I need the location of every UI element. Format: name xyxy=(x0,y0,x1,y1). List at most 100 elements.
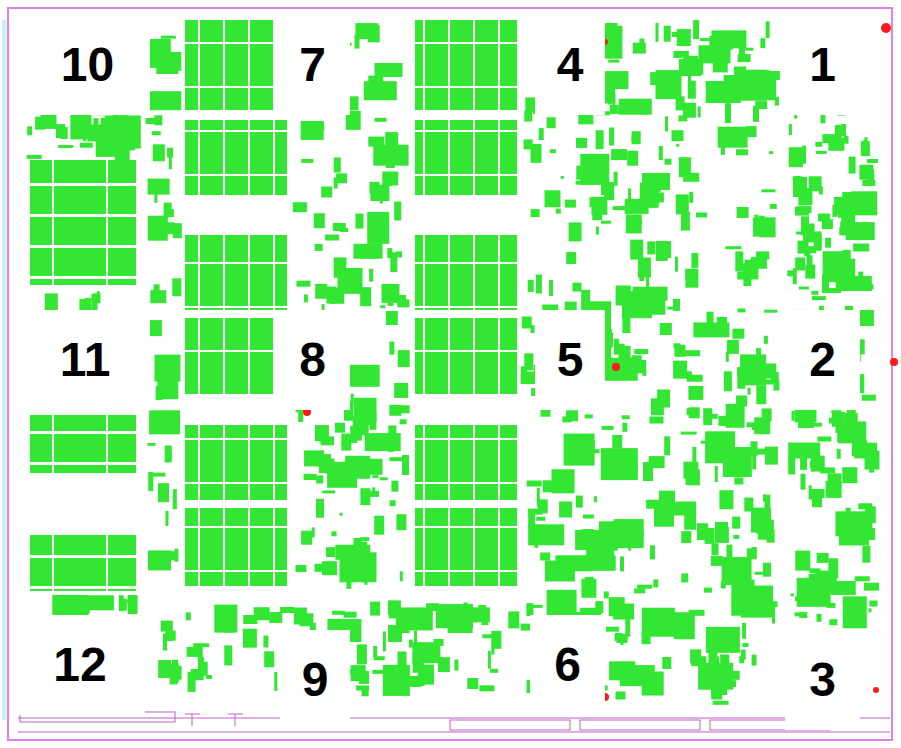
marker xyxy=(890,358,898,366)
logic-cell xyxy=(342,441,345,445)
logic-cell xyxy=(820,467,835,473)
logic-cell xyxy=(858,503,872,509)
logic-cell xyxy=(448,615,473,633)
logic-cell xyxy=(536,517,545,521)
logic-cell xyxy=(186,612,191,620)
logic-cell xyxy=(793,268,797,284)
memory-array xyxy=(415,425,517,500)
logic-cell xyxy=(573,283,582,292)
logic-cell xyxy=(373,646,377,657)
logic-cell xyxy=(614,172,618,186)
logic-cell xyxy=(764,310,777,313)
logic-cell xyxy=(634,349,648,354)
logic-cell xyxy=(293,202,307,212)
logic-cell xyxy=(148,550,171,570)
logic-cell xyxy=(396,607,433,630)
logic-cell xyxy=(681,573,688,582)
logic-cell xyxy=(825,238,831,248)
logic-cell xyxy=(676,194,689,214)
logic-cell xyxy=(556,209,561,214)
logic-cell xyxy=(315,284,327,299)
memory-array xyxy=(30,415,136,473)
logic-cell xyxy=(301,531,312,545)
logic-cell xyxy=(355,35,360,49)
logic-cell xyxy=(172,278,181,296)
logic-cell xyxy=(375,118,387,122)
logic-cell xyxy=(367,212,389,244)
callout-number: 4 xyxy=(535,15,605,115)
logic-cell xyxy=(576,496,583,508)
logic-cell xyxy=(673,51,682,58)
logic-cell xyxy=(764,336,768,344)
logic-cell xyxy=(625,349,629,369)
logic-cell xyxy=(704,55,707,63)
logic-cell xyxy=(380,305,385,308)
logic-cell xyxy=(718,416,728,426)
logic-cell xyxy=(356,214,364,229)
logic-cell xyxy=(718,127,748,148)
memory-array xyxy=(185,508,287,586)
logic-cell xyxy=(734,478,743,485)
logic-cell xyxy=(674,343,681,348)
logic-cell xyxy=(569,222,582,241)
logic-cell xyxy=(656,192,664,202)
logic-cell xyxy=(712,440,722,455)
logic-cell xyxy=(375,63,403,77)
logic-cell xyxy=(862,395,876,401)
logic-cell xyxy=(413,653,424,673)
logic-cell xyxy=(389,342,394,355)
callout-number: 3 xyxy=(785,630,860,730)
logic-cell xyxy=(269,612,282,623)
callout-number: 2 xyxy=(785,310,860,410)
logic-cell xyxy=(322,490,335,493)
logic-cell xyxy=(214,605,237,633)
logic-cell xyxy=(545,190,561,207)
logic-cell xyxy=(224,625,233,633)
logic-cell xyxy=(817,614,822,622)
logic-cell xyxy=(409,640,413,648)
logic-cell xyxy=(795,207,809,216)
logic-cell xyxy=(725,246,741,249)
logic-cell xyxy=(861,194,868,199)
logic-cell xyxy=(610,105,619,114)
logic-cell xyxy=(622,423,627,432)
logic-cell xyxy=(651,398,664,415)
logic-cell xyxy=(828,269,833,276)
logic-cell xyxy=(596,130,604,149)
logic-cell xyxy=(665,159,672,165)
logic-cell xyxy=(764,495,770,512)
logic-cell xyxy=(454,660,458,671)
logic-cell xyxy=(293,203,299,207)
logic-cell xyxy=(864,583,879,591)
logic-cell xyxy=(679,157,691,177)
logic-cell xyxy=(380,477,388,480)
logic-cell xyxy=(163,222,175,234)
logic-cell xyxy=(719,490,733,509)
logic-cell xyxy=(304,294,308,302)
logic-cell xyxy=(621,640,624,645)
logic-cell xyxy=(582,556,616,571)
logic-cell xyxy=(490,669,498,673)
logic-cell xyxy=(297,281,311,287)
logic-cell xyxy=(846,508,851,528)
logic-cell xyxy=(863,140,866,149)
logic-cell xyxy=(264,651,274,667)
logic-cell xyxy=(719,530,723,540)
logic-cell xyxy=(793,177,807,197)
logic-cell xyxy=(619,99,652,115)
logic-cell xyxy=(389,405,401,416)
logic-cell xyxy=(370,185,389,201)
logic-cell xyxy=(771,372,779,383)
logic-cell xyxy=(627,151,638,166)
logic-cell xyxy=(164,209,174,217)
logic-cell xyxy=(733,535,739,539)
logic-cell xyxy=(149,473,165,477)
logic-cell xyxy=(121,599,127,611)
logic-cell xyxy=(817,553,829,563)
logic-cell xyxy=(56,124,65,138)
memory-array xyxy=(415,508,517,586)
logic-cell xyxy=(370,602,380,616)
logic-cell xyxy=(521,366,527,376)
logic-cell xyxy=(732,329,744,339)
